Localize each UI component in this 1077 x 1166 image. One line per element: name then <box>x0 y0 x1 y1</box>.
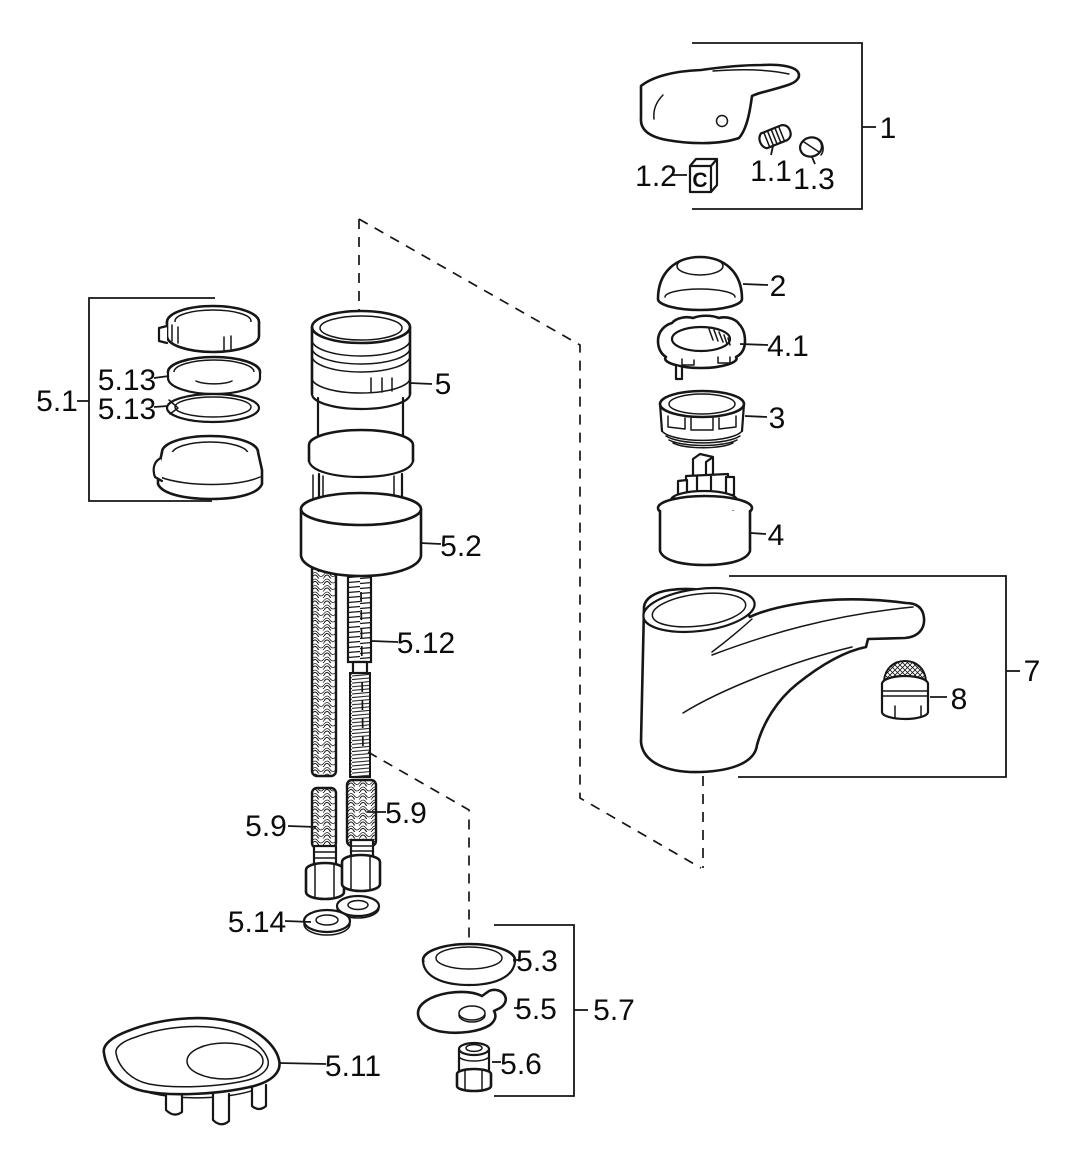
leader-part-5-12 <box>371 640 399 643</box>
label-part-5-6: 5.6 <box>500 1048 542 1081</box>
part-7-faucet-body-drawing <box>639 586 926 774</box>
label-part-4-1: 4.1 <box>767 330 809 363</box>
leader-part-5-13-upper <box>153 375 170 379</box>
bracket-group-7 <box>729 575 1007 778</box>
label-part-5-11: 5.11 <box>325 1050 381 1083</box>
label-group-5-7: 5.7 <box>593 994 635 1027</box>
part-1-2-indicator-cap-drawing: C <box>688 157 719 194</box>
leader-part-5 <box>409 382 433 385</box>
part-4-1-locking-ring-drawing: 4.1 <box>656 314 809 381</box>
label-part-5-12: 5.12 <box>397 627 455 660</box>
part-5-9-hoses-and-rod: 5.9 5.9 5.12 <box>245 558 455 901</box>
leader-part-5-14 <box>284 920 312 923</box>
part-2-dome-cap-drawing: 2 <box>656 255 787 312</box>
label-part-5-9-right: 5.9 <box>385 797 427 830</box>
part-4-cartridge-drawing: 4 <box>656 452 785 567</box>
cap-letter: C <box>692 169 707 192</box>
label-part-5-13-upper: 5.13 <box>98 364 156 397</box>
label-part-5: 5 <box>435 368 452 401</box>
part-1-3-screw-drawing <box>798 136 824 158</box>
leader-part-1-3 <box>811 156 816 165</box>
dashed-guide-column-to-body <box>358 218 702 869</box>
leader-part-3 <box>744 415 768 418</box>
washer-lower-drawing <box>302 908 352 936</box>
part-lever-handle-drawing <box>639 63 801 145</box>
part-8-aerator-drawing <box>880 659 930 721</box>
label-part-2: 2 <box>770 270 787 303</box>
leader-part-5-13-lower <box>153 405 169 408</box>
leader-part-1-1 <box>770 145 774 156</box>
label-group-5-1: 5.1 <box>36 385 78 418</box>
bracket-group-1 <box>692 42 863 210</box>
part-5-6-mounting-nut-drawing <box>455 1041 493 1093</box>
label-part-5-2: 5.2 <box>440 530 482 563</box>
label-part-3: 3 <box>769 402 786 435</box>
part-5-sleeve-drawing: 5 <box>307 309 452 503</box>
part-base-ring-drawing <box>152 434 264 501</box>
part-1-1-grub-screw-drawing <box>758 124 792 150</box>
leader-part-4 <box>750 532 767 535</box>
part-5-9-left-hose-drawing <box>304 558 346 901</box>
part-5-14-washers-drawing: 5.14 <box>228 894 381 939</box>
label-part-5-5: 5.5 <box>515 993 557 1026</box>
leader-part-5-11 <box>278 1062 327 1065</box>
label-part-5-14: 5.14 <box>228 906 286 939</box>
part-5-9-right-hose-drawing <box>340 778 382 893</box>
group-7-body-assembly: 7 8 <box>639 575 1041 778</box>
label-part-5-9-left: 5.9 <box>245 810 287 843</box>
label-group-1: 1 <box>880 112 897 145</box>
leader-part-5-9-left <box>287 825 317 828</box>
part-5-5-clamp-plate-drawing <box>416 988 508 1035</box>
group-5-1-ring-set: 5.1 5.13 5.13 <box>36 297 264 502</box>
part-clamp-ring-drawing <box>157 304 261 354</box>
part-5-13-upper-ring-drawing <box>166 355 262 396</box>
label-part-8: 8 <box>951 683 968 716</box>
label-part-1-3: 1.3 <box>793 163 835 196</box>
label-part-4: 4 <box>768 519 785 552</box>
part-5-13-lower-ring-drawing <box>165 392 261 424</box>
label-group-7: 7 <box>1024 655 1041 688</box>
part-5-12-threaded-rod-drawing <box>346 558 373 778</box>
label-part-1-2: 1.2 <box>635 160 677 193</box>
group-1-handle-assembly: C 1 1.1 1.2 1.3 <box>635 42 897 210</box>
leader-part-5-2 <box>419 542 442 545</box>
bracket-group-5-1 <box>88 297 215 502</box>
dashed-guide-rod-to-fixing-set <box>367 751 470 941</box>
label-part-1-1: 1.1 <box>750 155 792 188</box>
label-part-5-3: 5.3 <box>516 945 558 978</box>
part-5-3-seal-ring-drawing <box>421 942 517 987</box>
leader-part-4-1 <box>739 343 769 346</box>
label-part-5-13-lower: 5.13 <box>98 393 156 426</box>
part-5-2-base-drawing: 5.2 <box>299 491 482 578</box>
part-5-11-base-plate-drawing: 5.11 <box>102 1016 381 1126</box>
washer-upper-drawing <box>335 894 381 919</box>
group-5-7-fixing-set: 5.3 5.5 5.6 5.7 <box>416 924 635 1097</box>
part-3-ring-nut-drawing: 3 <box>658 389 786 449</box>
leader-part-2 <box>742 283 769 286</box>
